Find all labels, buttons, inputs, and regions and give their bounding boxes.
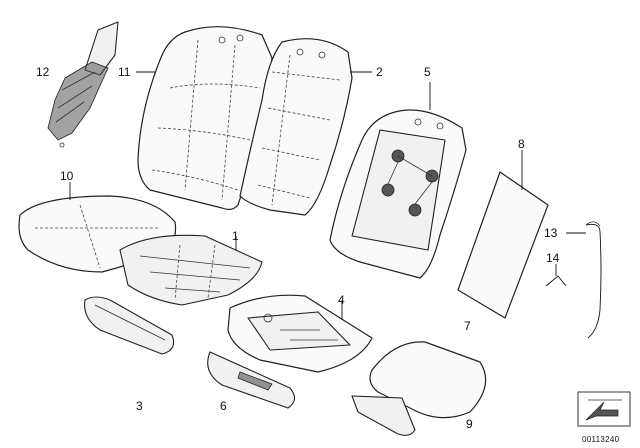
callout-11: 11: [118, 65, 131, 79]
callout-5: 5: [424, 65, 431, 79]
drawing-code: 00113240: [582, 435, 620, 444]
drawing-code-stamp: 00113240: [577, 391, 631, 444]
callout-6: 6: [220, 399, 227, 413]
part-11-backrest-cover: [137, 26, 273, 211]
callout-14: 14: [546, 251, 560, 265]
part-14-clip: [545, 275, 567, 287]
part-13-wire-rod: [585, 221, 602, 339]
part-9-wedge-trim: [351, 395, 416, 436]
part-1-seat-frame: [119, 234, 263, 306]
callout-1: 1: [232, 229, 239, 243]
part-8-flat-panel: [457, 171, 549, 319]
leader-lines: [69, 71, 586, 320]
callout-13: 13: [544, 226, 558, 240]
callout-3: 3: [136, 399, 143, 413]
part-3-side-bolster: [84, 296, 175, 355]
part-6-lower-side-trim: [207, 351, 296, 409]
part-4-cushion-shell: [227, 294, 373, 373]
direction-arrow-icon: [585, 401, 619, 421]
callout-12: 12: [36, 65, 50, 79]
callout-7: 7: [464, 319, 471, 333]
callout-2: 2: [376, 65, 383, 79]
part-5-backrest-frame: [329, 109, 467, 279]
callout-9: 9: [466, 417, 473, 431]
callout-8: 8: [518, 137, 525, 151]
part-2-backrest-foam: [239, 38, 353, 216]
callout-10: 10: [60, 169, 74, 183]
part-12-side-trim: [47, 21, 119, 148]
callout-4: 4: [338, 293, 345, 307]
